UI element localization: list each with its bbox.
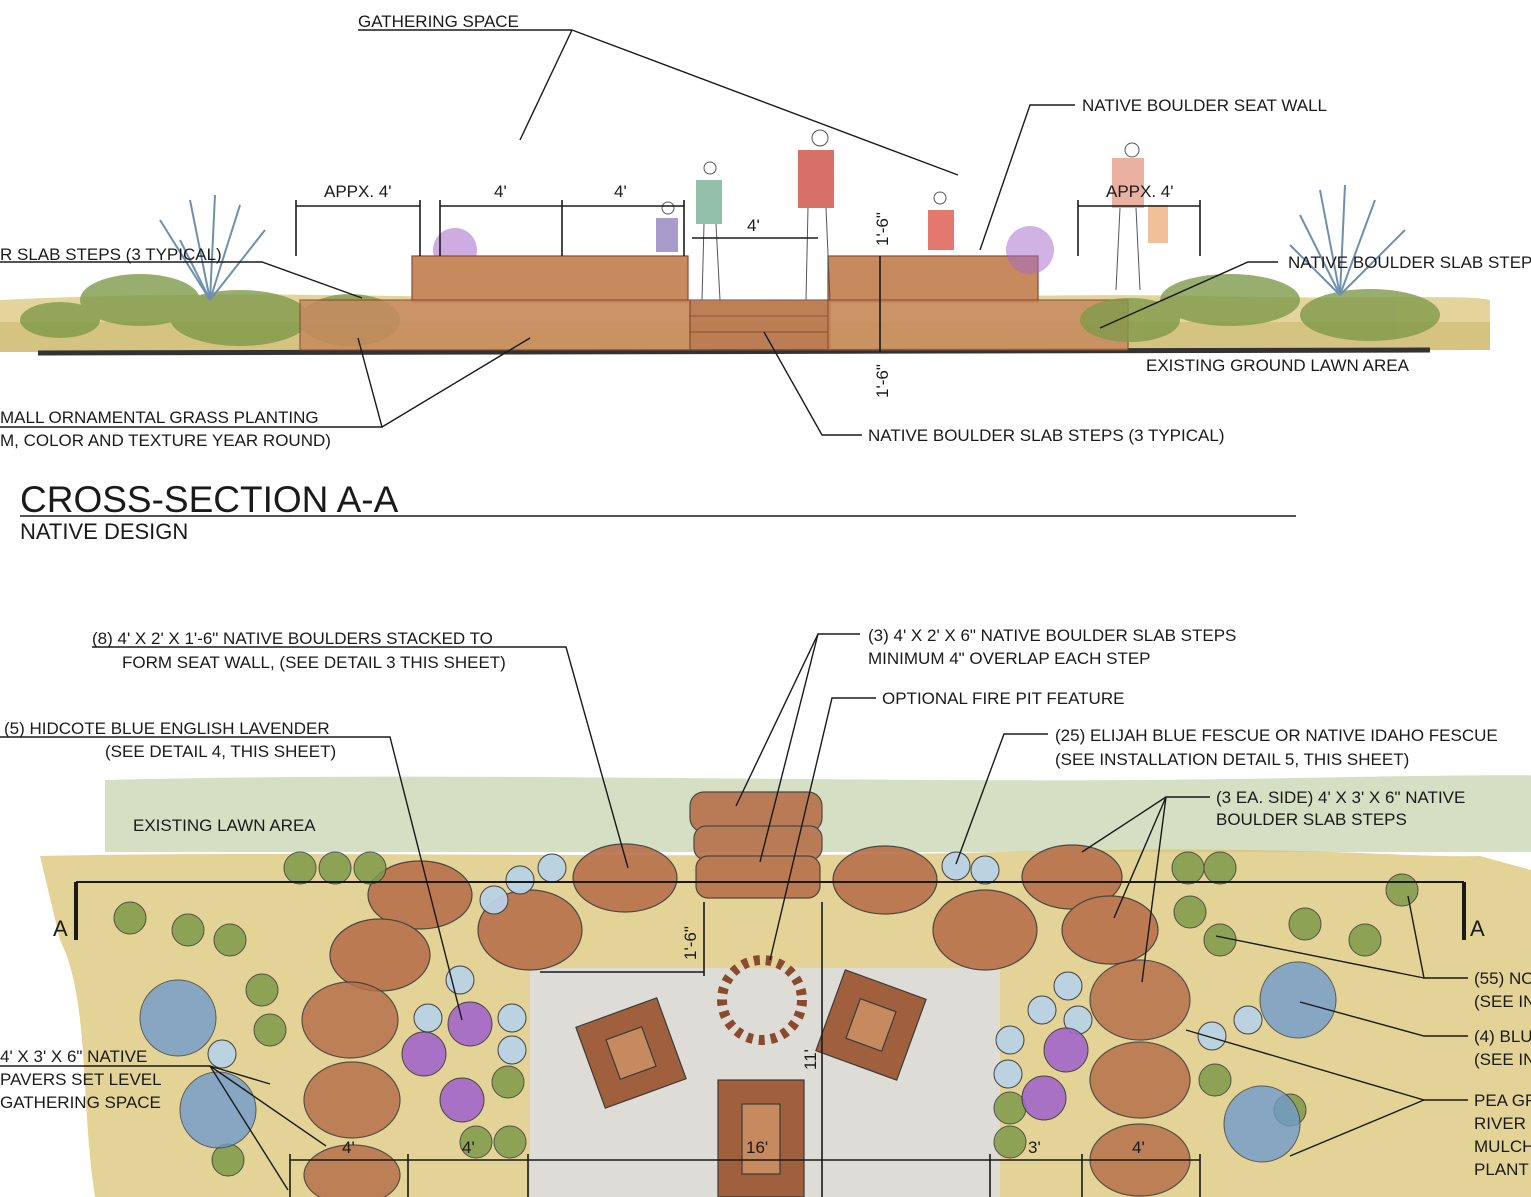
- section-blue-grass-right: [1289, 184, 1406, 296]
- label-slab3-line2: MINIMUM 4" OVERLAP EACH STEP: [868, 649, 1151, 668]
- dim-height-top: 1'-6": [873, 212, 892, 246]
- label-blu-line1: (4) BLU: [1474, 1027, 1531, 1046]
- label-slab-steps-right: NATIVE BOULDER SLAB STEP: [1288, 253, 1531, 272]
- label-section-a-left: A: [53, 916, 68, 941]
- label-pavers-line3: GATHERING SPACE: [0, 1093, 161, 1112]
- section-shrubs-right: [1080, 274, 1440, 342]
- section-dimension-lines: [295, 200, 1201, 352]
- label-gathering-space: GATHERING SPACE: [358, 12, 519, 31]
- label-blu-line2: (SEE IN: [1474, 1050, 1531, 1069]
- label-no-line1: (55) NO: [1474, 969, 1531, 988]
- dim-four-c: 4': [747, 216, 760, 235]
- dim-plan-four-b: 4': [462, 1138, 475, 1157]
- section-subtitle: NATIVE DESIGN: [20, 519, 188, 544]
- label-existing-ground: EXISTING GROUND LAWN AREA: [1146, 356, 1410, 375]
- plan-artwork: [40, 775, 1531, 1197]
- plan-dimension-labels: 1'-6" 11' 4' 4' 16' 3' 4': [342, 926, 1145, 1157]
- label-pea-line1: PEA GR: [1474, 1091, 1531, 1110]
- section-title: CROSS-SECTION A-A: [20, 479, 399, 520]
- section-center-steps: [689, 299, 831, 351]
- dim-four-a: 4': [494, 182, 507, 201]
- label-slab-steps-center: NATIVE BOULDER SLAB STEPS (3 TYPICAL): [868, 426, 1224, 445]
- label-grass-line2: M, COLOR AND TEXTURE YEAR ROUND): [0, 431, 331, 450]
- dim-appx-right: APPX. 4': [1106, 182, 1174, 201]
- plan-fire-pit: [717, 955, 807, 1045]
- dim-appx-left: APPX. 4': [324, 182, 392, 201]
- plan-section-line: [74, 881, 1466, 940]
- section-seat-wall-left: [299, 255, 691, 351]
- dim-plan-eleven: 11': [801, 1049, 820, 1070]
- label-seat-wall: NATIVE BOULDER SEAT WALL: [1082, 96, 1327, 115]
- label-pea-line2: RIVER: [1474, 1114, 1526, 1133]
- section-person-green: [696, 161, 722, 301]
- section-title-block: CROSS-SECTION A-A NATIVE DESIGN: [20, 479, 1296, 544]
- plan-blue-fescue: [207, 851, 1263, 1089]
- label-fescue-line2: (SEE INSTALLATION DETAIL 5, THIS SHEET): [1055, 750, 1409, 769]
- label-boulders-line1: (8) 4' X 2' X 1'-6" NATIVE BOULDERS STAC…: [92, 629, 493, 648]
- label-side-steps-line2: BOULDER SLAB STEPS: [1216, 810, 1407, 829]
- section-seat-wall-right: [827, 255, 1129, 351]
- label-pea-line4: PLANT: [1474, 1160, 1529, 1179]
- section-person-red-tall: [798, 129, 834, 301]
- plan-lavender: [401, 1001, 1089, 1123]
- plan-green-shrubs: [113, 851, 1419, 1177]
- section-person-pink: [1112, 142, 1168, 291]
- dim-plan-four-c: 4': [1132, 1138, 1145, 1157]
- label-section-a-right: A: [1470, 916, 1485, 941]
- dim-four-b: 4': [614, 182, 627, 201]
- section-person-purple: [656, 201, 678, 252]
- plan-labels: (8) 4' X 2' X 1'-6" NATIVE BOULDERS STAC…: [0, 626, 1531, 1179]
- section-ground-line: [37, 347, 1431, 356]
- label-no-line2: (SEE IN: [1474, 992, 1531, 1011]
- section-labels: GATHERING SPACE NATIVE BOULDER SEAT WALL…: [0, 12, 1531, 450]
- label-pavers-line1: 4' X 3' X 6" NATIVE: [0, 1047, 147, 1066]
- cross-section-artwork: [0, 129, 1490, 356]
- label-fescue-line1: (25) ELIJAH BLUE FESCUE OR NATIVE IDAHO …: [1055, 726, 1498, 745]
- label-slab3-line1: (3) 4' X 2' X 6" NATIVE BOULDER SLAB STE…: [868, 626, 1236, 645]
- section-dimension-labels: APPX. 4' 4' 4' 4' APPX. 4' 1'-6" 1'-6": [324, 182, 1174, 398]
- label-fire-pit: OPTIONAL FIRE PIT FEATURE: [882, 689, 1124, 708]
- section-leader-lines: [0, 29, 1278, 436]
- label-lavender-line2: (SEE DETAIL 4, THIS SHEET): [105, 742, 336, 761]
- label-pavers-line2: PAVERS SET LEVEL: [0, 1070, 162, 1089]
- label-side-steps-line1: (3 EA. SIDE) 4' X 3' X 6" NATIVE: [1216, 788, 1465, 807]
- section-person-red-small: [928, 191, 954, 250]
- plan-leader-lines: [0, 633, 1468, 1191]
- dim-plan-one-six: 1'-6": [681, 926, 700, 960]
- section-lavender-right: [1006, 226, 1054, 274]
- plan-dimension-lines: [289, 902, 1201, 1197]
- dim-height-bottom: 1'-6": [873, 364, 892, 398]
- label-grass-line1: MALL ORNAMENTAL GRASS PLANTING: [0, 408, 319, 427]
- label-slab-steps-left: R SLAB STEPS (3 TYPICAL): [0, 245, 222, 264]
- label-existing-lawn: EXISTING LAWN AREA: [133, 816, 316, 835]
- dim-plan-four-a: 4': [342, 1138, 355, 1157]
- label-lavender-line1: (5) HIDCOTE BLUE ENGLISH LAVENDER: [4, 719, 330, 738]
- label-boulders-line2: FORM SEAT WALL, (SEE DETAIL 3 THIS SHEET…: [122, 653, 506, 672]
- plan-chairs: [575, 969, 927, 1197]
- plan-slab-steps-center: [689, 791, 823, 899]
- dim-plan-sixteen: 16': [746, 1138, 768, 1157]
- label-pea-line3: MULCH: [1474, 1137, 1531, 1156]
- dim-plan-three: 3': [1028, 1138, 1041, 1157]
- plan-blue-grasses: [139, 961, 1337, 1163]
- section-blue-grass-left: [159, 194, 266, 301]
